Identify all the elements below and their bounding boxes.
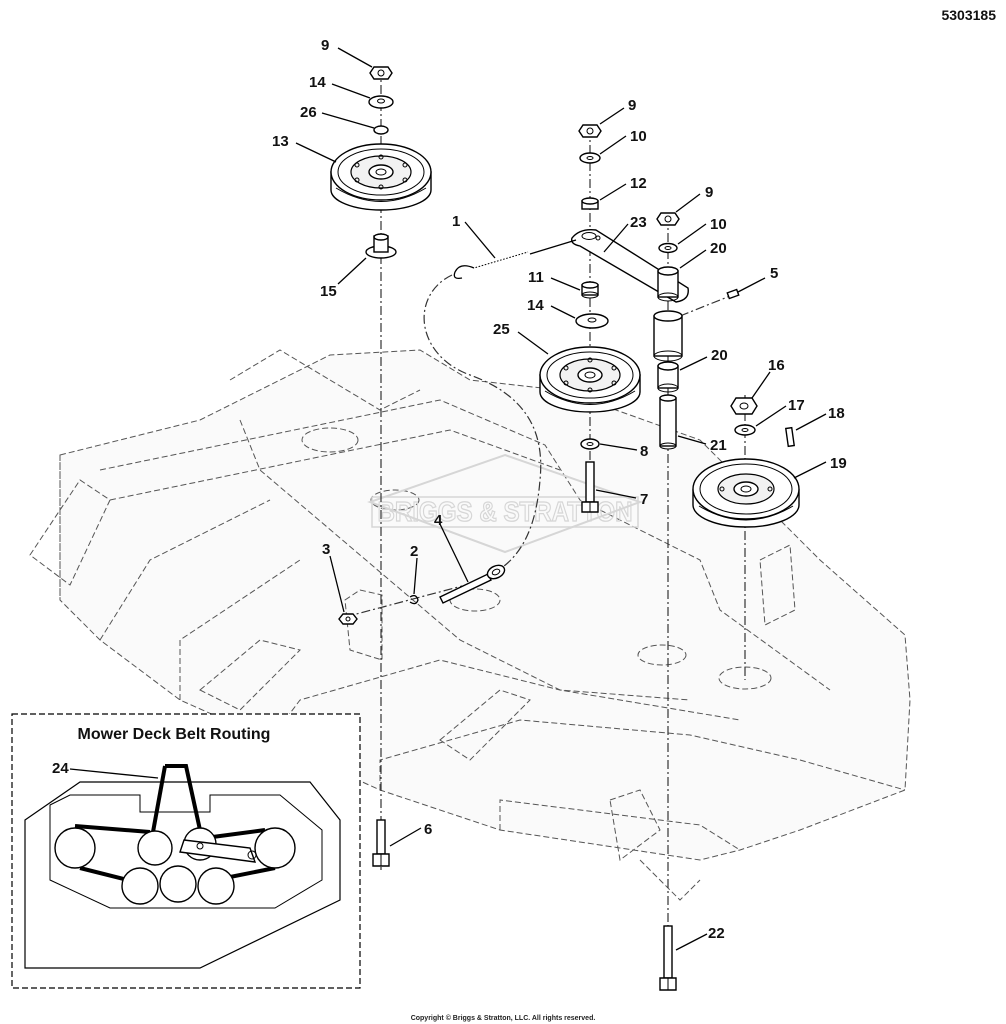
clip-2 [409, 594, 419, 605]
washer-8 [580, 438, 600, 450]
leader-lines [295, 47, 827, 951]
bushing-20-lower [657, 361, 679, 393]
callout-9-center: 9 [628, 97, 636, 114]
callout-14-center: 14 [527, 297, 544, 314]
assembly-centerlines [344, 68, 746, 990]
callout-1: 1 [452, 213, 460, 230]
callout-6: 6 [424, 821, 432, 838]
washer-17 [734, 424, 756, 436]
inset-title: Mower Deck Belt Routing [78, 726, 271, 743]
bolt-7 [581, 461, 599, 513]
deck-inner-panel [49, 794, 323, 909]
callout-7: 7 [640, 491, 648, 508]
pivot-shaft-21 [659, 394, 677, 450]
callout-labels: 9 14 26 13 15 1 23 9 10 12 9 10 20 11 5 … [272, 37, 847, 942]
copyright-text: Copyright © Briggs & Stratton, LLC. All … [411, 1014, 596, 1022]
callout-8: 8 [640, 443, 648, 460]
bushing-20-upper [657, 266, 679, 302]
callout-17: 17 [788, 397, 805, 414]
callout-12: 12 [630, 175, 647, 192]
spacer-26 [373, 125, 389, 135]
hex-nut-16 [730, 397, 758, 415]
drive-pulley-19 [692, 458, 800, 528]
callout-13: 13 [272, 133, 289, 150]
callout-19: 19 [830, 455, 847, 472]
callout-9-right: 9 [705, 184, 713, 201]
washer-14-center [575, 313, 609, 329]
callout-18: 18 [828, 405, 845, 422]
pivot-tube [653, 310, 683, 362]
washer-10-center [579, 152, 601, 164]
set-screw-5 [726, 288, 740, 300]
callout-2: 2 [410, 543, 418, 560]
leader-24 [69, 768, 159, 779]
belt-routing-inset: Mower Deck Belt Routing 24 [11, 713, 361, 989]
bearing-11 [581, 281, 599, 299]
callout-11: 11 [528, 269, 544, 286]
callout-10-center: 10 [630, 128, 647, 145]
lock-nut-3 [338, 613, 358, 625]
key-18 [784, 426, 796, 448]
callout-16: 16 [768, 357, 785, 374]
callout-3: 3 [322, 541, 330, 558]
idler-pulley-13 [330, 143, 432, 211]
callout-26: 26 [300, 104, 317, 121]
callout-20-lower: 20 [711, 347, 728, 364]
callout-21: 21 [710, 437, 727, 454]
extension-spring-1 [453, 249, 529, 280]
callout-5: 5 [770, 265, 778, 282]
idler-pulley-25 [539, 346, 641, 413]
callout-20-upper: 20 [710, 240, 727, 257]
callout-4: 4 [434, 512, 443, 529]
callout-24: 24 [52, 760, 69, 777]
document-number: 5303185 [941, 7, 996, 23]
bushing-10-right [658, 242, 678, 254]
callout-15: 15 [320, 283, 337, 300]
idler-arm-inset [179, 839, 257, 863]
hex-nut-9-left [369, 66, 393, 80]
callout-25: 25 [493, 321, 510, 338]
callout-23: 23 [630, 214, 647, 231]
callout-14-left: 14 [309, 74, 326, 91]
callout-22: 22 [708, 925, 725, 942]
brand-watermark: BRIGGS & STRATTON [367, 453, 643, 554]
callout-10-right: 10 [710, 216, 727, 233]
bolt-22 [659, 925, 677, 991]
hex-nut-9-right [656, 212, 680, 226]
bushing-15 [365, 233, 397, 259]
washer-14-left [368, 95, 394, 109]
bearing-12 [581, 197, 599, 210]
deck-outline-inset [24, 781, 341, 969]
bolt-6 [372, 819, 390, 867]
eye-bolt-4 [439, 564, 506, 604]
callout-9-left: 9 [321, 37, 329, 54]
hex-nut-9-center [578, 124, 602, 138]
